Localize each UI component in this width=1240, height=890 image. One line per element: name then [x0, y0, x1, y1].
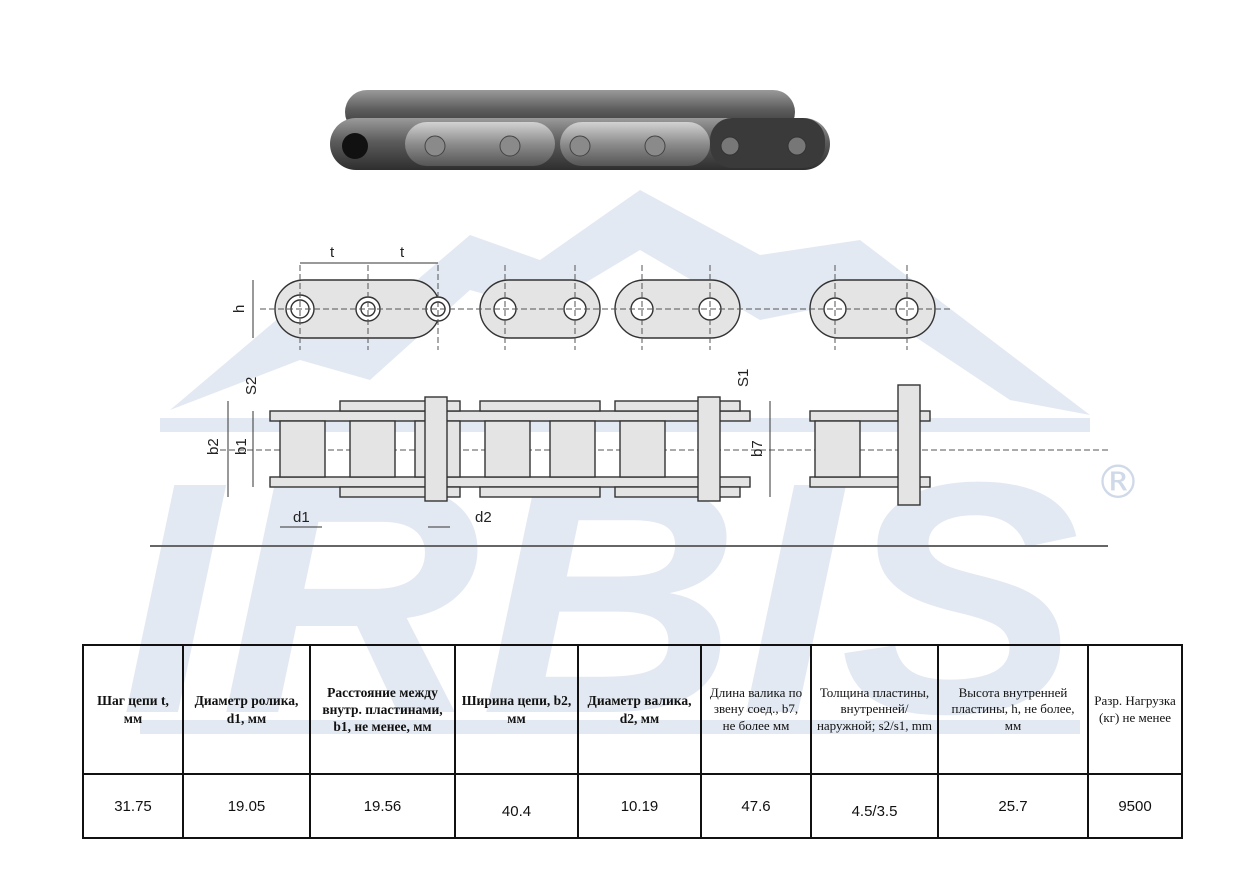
- header-plate-height: Высота внутренней пластины, h, не более,…: [937, 644, 1089, 775]
- header-inner-width: Расстояние между внутр. пластинами, b1, …: [309, 644, 456, 775]
- label-b1: b1: [233, 438, 250, 455]
- watermark-mountain-shape: [170, 190, 1090, 415]
- spec-header-row: Шаг цепи t, мм Диаметр ролика, d1, мм Ра…: [82, 644, 1183, 775]
- label-b2: b2: [205, 438, 222, 455]
- value-plate-height: 25.7: [937, 773, 1089, 839]
- registered-mark: ®: [1095, 455, 1141, 509]
- value-pin-diameter: 10.19: [577, 773, 702, 839]
- spec-value-row: 31.75 19.05 19.56 40.4 10.19 47.6 4.5/3.…: [82, 773, 1183, 839]
- label-s1: S1: [735, 369, 752, 387]
- label-d1: d1: [293, 509, 310, 526]
- label-pitch: t: [400, 244, 405, 261]
- chain-photo: [330, 90, 830, 170]
- label-height: h: [231, 305, 248, 313]
- technical-drawing: t t h S2 S1 b2 b1 b7 d1 d2: [150, 244, 1110, 547]
- header-breaking-load: Разр. Нагрузка (кг) не менее: [1087, 644, 1183, 775]
- header-pin-length: Длина валика по звену соед., b7, не боле…: [700, 644, 812, 775]
- header-roller-diameter: Диаметр ролика, d1, мм: [182, 644, 311, 775]
- value-roller-diameter: 19.05: [182, 773, 311, 839]
- header-pitch: Шаг цепи t, мм: [82, 644, 184, 775]
- value-inner-width: 19.56: [309, 773, 456, 839]
- spec-table: Шаг цепи t, мм Диаметр ролика, d1, мм Ра…: [82, 644, 1183, 839]
- value-plate-thickness: 4.5/3.5: [810, 773, 939, 839]
- label-b7: b7: [749, 440, 766, 457]
- header-chain-width: Ширина цепи, b2, мм: [454, 644, 579, 775]
- value-pin-length: 47.6: [700, 773, 812, 839]
- value-chain-width: 40.4: [454, 773, 579, 839]
- value-pitch: 31.75: [82, 773, 184, 839]
- label-s2: S2: [243, 377, 260, 395]
- label-d2: d2: [475, 509, 492, 526]
- header-plate-thickness: Толщина пластины, внутренней/наружной; s…: [810, 644, 939, 775]
- header-pin-diameter: Диаметр валика, d2, мм: [577, 644, 702, 775]
- value-breaking-load: 9500: [1087, 773, 1183, 839]
- label-pitch: t: [330, 244, 335, 261]
